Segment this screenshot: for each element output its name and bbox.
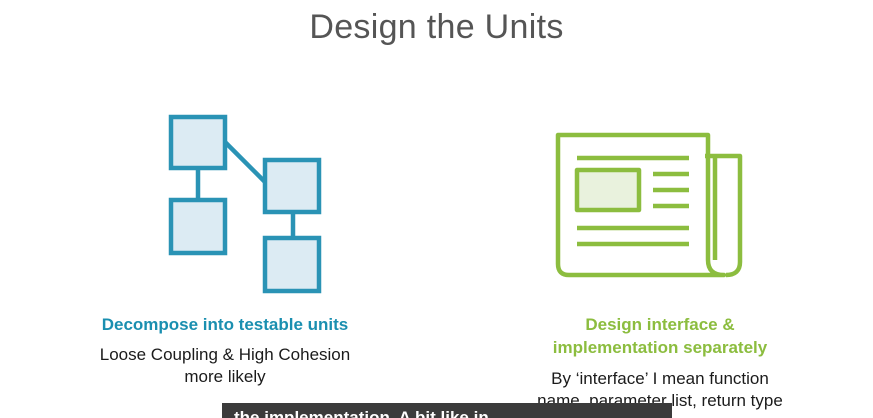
newspaper-icon — [555, 132, 743, 278]
right-heading-line-1: Design interface & — [585, 315, 735, 334]
left-heading: Decompose into testable units — [101, 315, 349, 334]
caption-text: the implementation. A bit like in — [234, 408, 489, 418]
left-body-line-1: Loose Coupling & High Cohesion — [99, 345, 351, 364]
slide-title: Design the Units — [309, 8, 564, 46]
right-body-line-1: By ‘interface’ I mean function — [551, 369, 769, 388]
left-body-line-2: more likely — [184, 367, 266, 386]
left-column: Decompose into testable units Loose Coup… — [60, 313, 390, 388]
right-heading-line-2: implementation separately — [552, 338, 768, 357]
right-column: Design interface & implementation separa… — [470, 313, 850, 412]
unit-decomposition-diagram-icon — [168, 114, 322, 294]
video-caption-bar: the implementation. A bit like in — [222, 403, 672, 418]
